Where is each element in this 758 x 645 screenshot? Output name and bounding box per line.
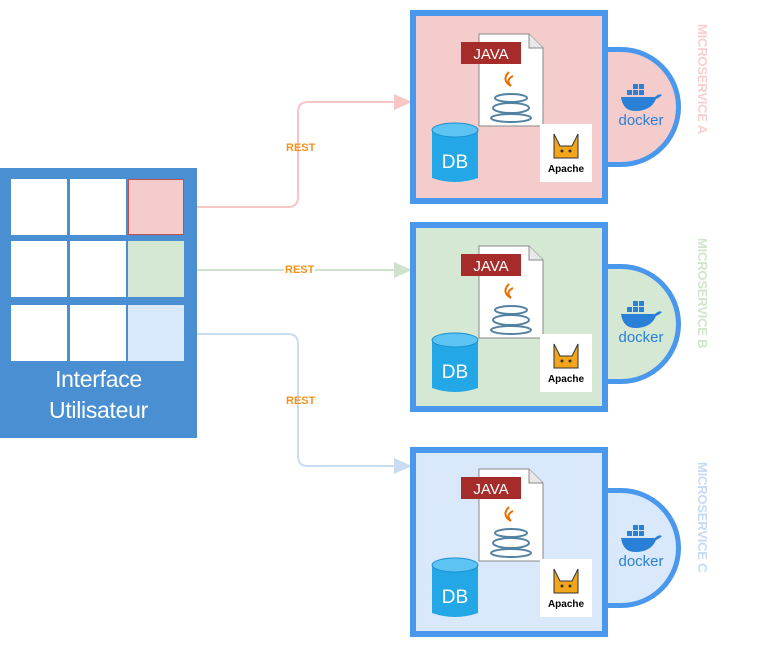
apache-label: Apache: [548, 599, 585, 610]
ui-label-line1: Interface: [55, 366, 142, 392]
db-label: DB: [442, 587, 468, 608]
docker-whale-icon: [621, 84, 662, 111]
microservice-c-box: JAVA DB Apache: [410, 447, 608, 637]
java-label: JAVA: [473, 46, 508, 63]
java-file-icon: JAVA: [461, 33, 544, 127]
apache-tomcat-logo: Apache: [540, 559, 592, 617]
java-label: JAVA: [473, 481, 508, 498]
link-c-label: REST: [286, 395, 316, 407]
apache-label: Apache: [548, 374, 585, 385]
link-a-label: REST: [286, 142, 316, 154]
database-icon: DB: [431, 557, 479, 617]
ui-cell: [11, 305, 67, 361]
ui-cell-service-c: [128, 305, 184, 361]
db-label: DB: [442, 152, 468, 173]
link-b-label: REST: [284, 264, 316, 276]
apache-tomcat-logo: Apache: [540, 124, 592, 182]
microservice-a-box: JAVA DB Apache: [410, 10, 608, 204]
db-label: DB: [442, 362, 468, 383]
docker-label: docker: [618, 553, 664, 570]
ui-cell: [70, 305, 126, 361]
database-icon: DB: [431, 122, 479, 182]
docker-whale-icon: [621, 525, 662, 552]
ui-cell: [11, 241, 67, 297]
java-file-icon: JAVA: [461, 245, 544, 339]
docker-label: docker: [618, 329, 664, 346]
microservice-c-label: MICROSERVICE C: [695, 462, 710, 573]
ui-cell: [70, 179, 126, 235]
link-c-line: [186, 333, 412, 474]
ui-label: Interface Utilisateur: [0, 364, 197, 426]
microservice-b-box: JAVA DB Apache: [410, 222, 608, 412]
apache-label: Apache: [548, 164, 585, 175]
ui-cell-service-a: [128, 179, 184, 235]
java-file-icon: JAVA: [461, 468, 544, 562]
link-a-line: [186, 94, 412, 208]
ui-cell-service-b: [128, 241, 184, 297]
microservice-b-label: MICROSERVICE B: [695, 238, 710, 349]
apache-tomcat-logo: Apache: [540, 334, 592, 392]
user-interface-panel: Interface Utilisateur: [0, 168, 197, 438]
database-icon: DB: [431, 332, 479, 392]
tomcat-cat-icon: Apache: [548, 568, 585, 610]
microservice-a-label: MICROSERVICE A: [695, 24, 710, 134]
tomcat-cat-icon: Apache: [548, 133, 585, 175]
ui-label-line2: Utilisateur: [49, 397, 148, 423]
docker-label: docker: [618, 112, 664, 129]
ui-cell: [70, 241, 126, 297]
ui-cell: [11, 179, 67, 235]
tomcat-cat-icon: Apache: [548, 343, 585, 385]
java-label: JAVA: [473, 258, 508, 275]
docker-whale-icon: [621, 301, 662, 328]
